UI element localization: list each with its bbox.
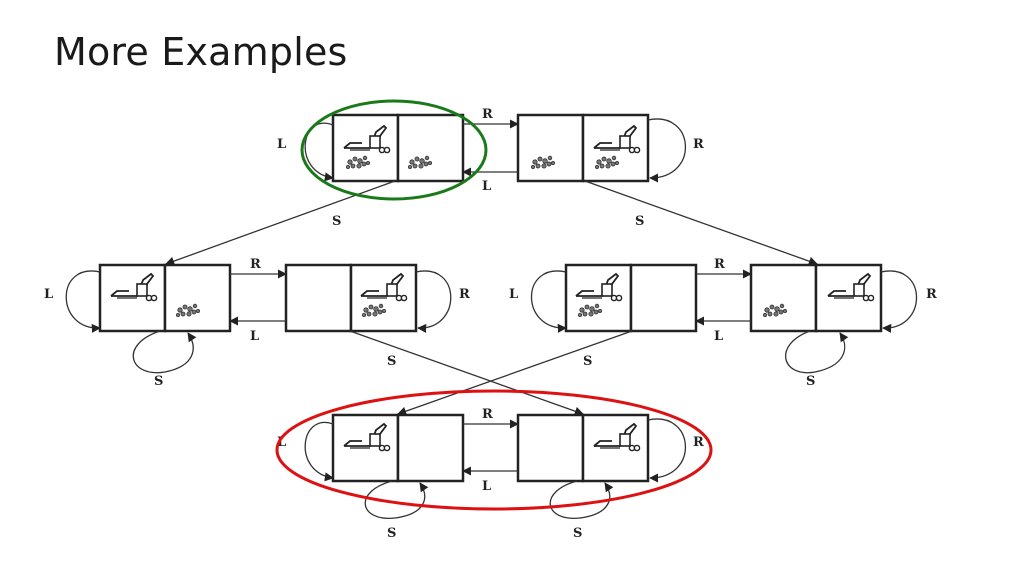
edge-label-left: L: [714, 329, 723, 344]
edge-label-right: R: [714, 257, 725, 272]
state-mid-3: [564, 263, 698, 333]
edge-label-right: R: [482, 407, 493, 422]
loop-label-right: R: [926, 287, 937, 302]
edge-label-right: R: [482, 107, 493, 122]
state-top-left: [331, 113, 465, 183]
edge-label-suck: S: [635, 214, 644, 229]
state-bottom-right: [516, 413, 650, 483]
edge-label-suck: S: [332, 214, 341, 229]
edge-suck: [349, 330, 584, 416]
loop-label-right: R: [693, 435, 704, 450]
loop-label-left: L: [509, 287, 518, 302]
state-mid-4: [749, 263, 883, 333]
self-loop-left: [304, 421, 334, 482]
self-loop-suck: [364, 480, 429, 519]
self-loop-right: [647, 418, 687, 483]
state-top-right: [516, 113, 650, 183]
edge-label-left: L: [250, 329, 259, 344]
start-state-highlight: [300, 99, 488, 201]
self-loop-right: [647, 118, 687, 183]
edge-label-suck: S: [387, 354, 396, 369]
state-mid-1: [98, 263, 232, 333]
self-loop-left: [531, 270, 567, 333]
edge-label-right: R: [250, 257, 261, 272]
state-mid-2: [284, 263, 418, 333]
loop-label-left: L: [277, 137, 286, 152]
self-loop-suck: [132, 330, 197, 374]
self-loop-left: [65, 270, 101, 333]
loop-label-suck: S: [806, 374, 815, 389]
edge-label-suck: S: [583, 354, 592, 369]
loop-label-suck: S: [387, 526, 396, 541]
self-loop-suck: [549, 480, 614, 519]
goal-states-highlight: [275, 389, 713, 511]
loop-label-left: L: [277, 435, 286, 450]
self-loop-right: [880, 270, 918, 333]
loop-label-right: R: [459, 287, 470, 302]
loop-label-suck: S: [154, 374, 163, 389]
state-bottom-left: [331, 413, 465, 483]
slide-title: More Examples: [54, 30, 348, 74]
self-loop-right: [415, 270, 452, 333]
self-loop-left: [304, 122, 334, 182]
loop-label-suck: S: [573, 526, 582, 541]
edge-suck: [584, 180, 818, 266]
loop-label-left: L: [44, 287, 53, 302]
self-loop-suck: [784, 330, 849, 374]
edge-suck: [397, 330, 633, 416]
edge-label-left: L: [482, 179, 491, 194]
edge-suck: [165, 180, 396, 266]
edge-label-left: L: [482, 479, 491, 494]
loop-label-right: R: [693, 137, 704, 152]
